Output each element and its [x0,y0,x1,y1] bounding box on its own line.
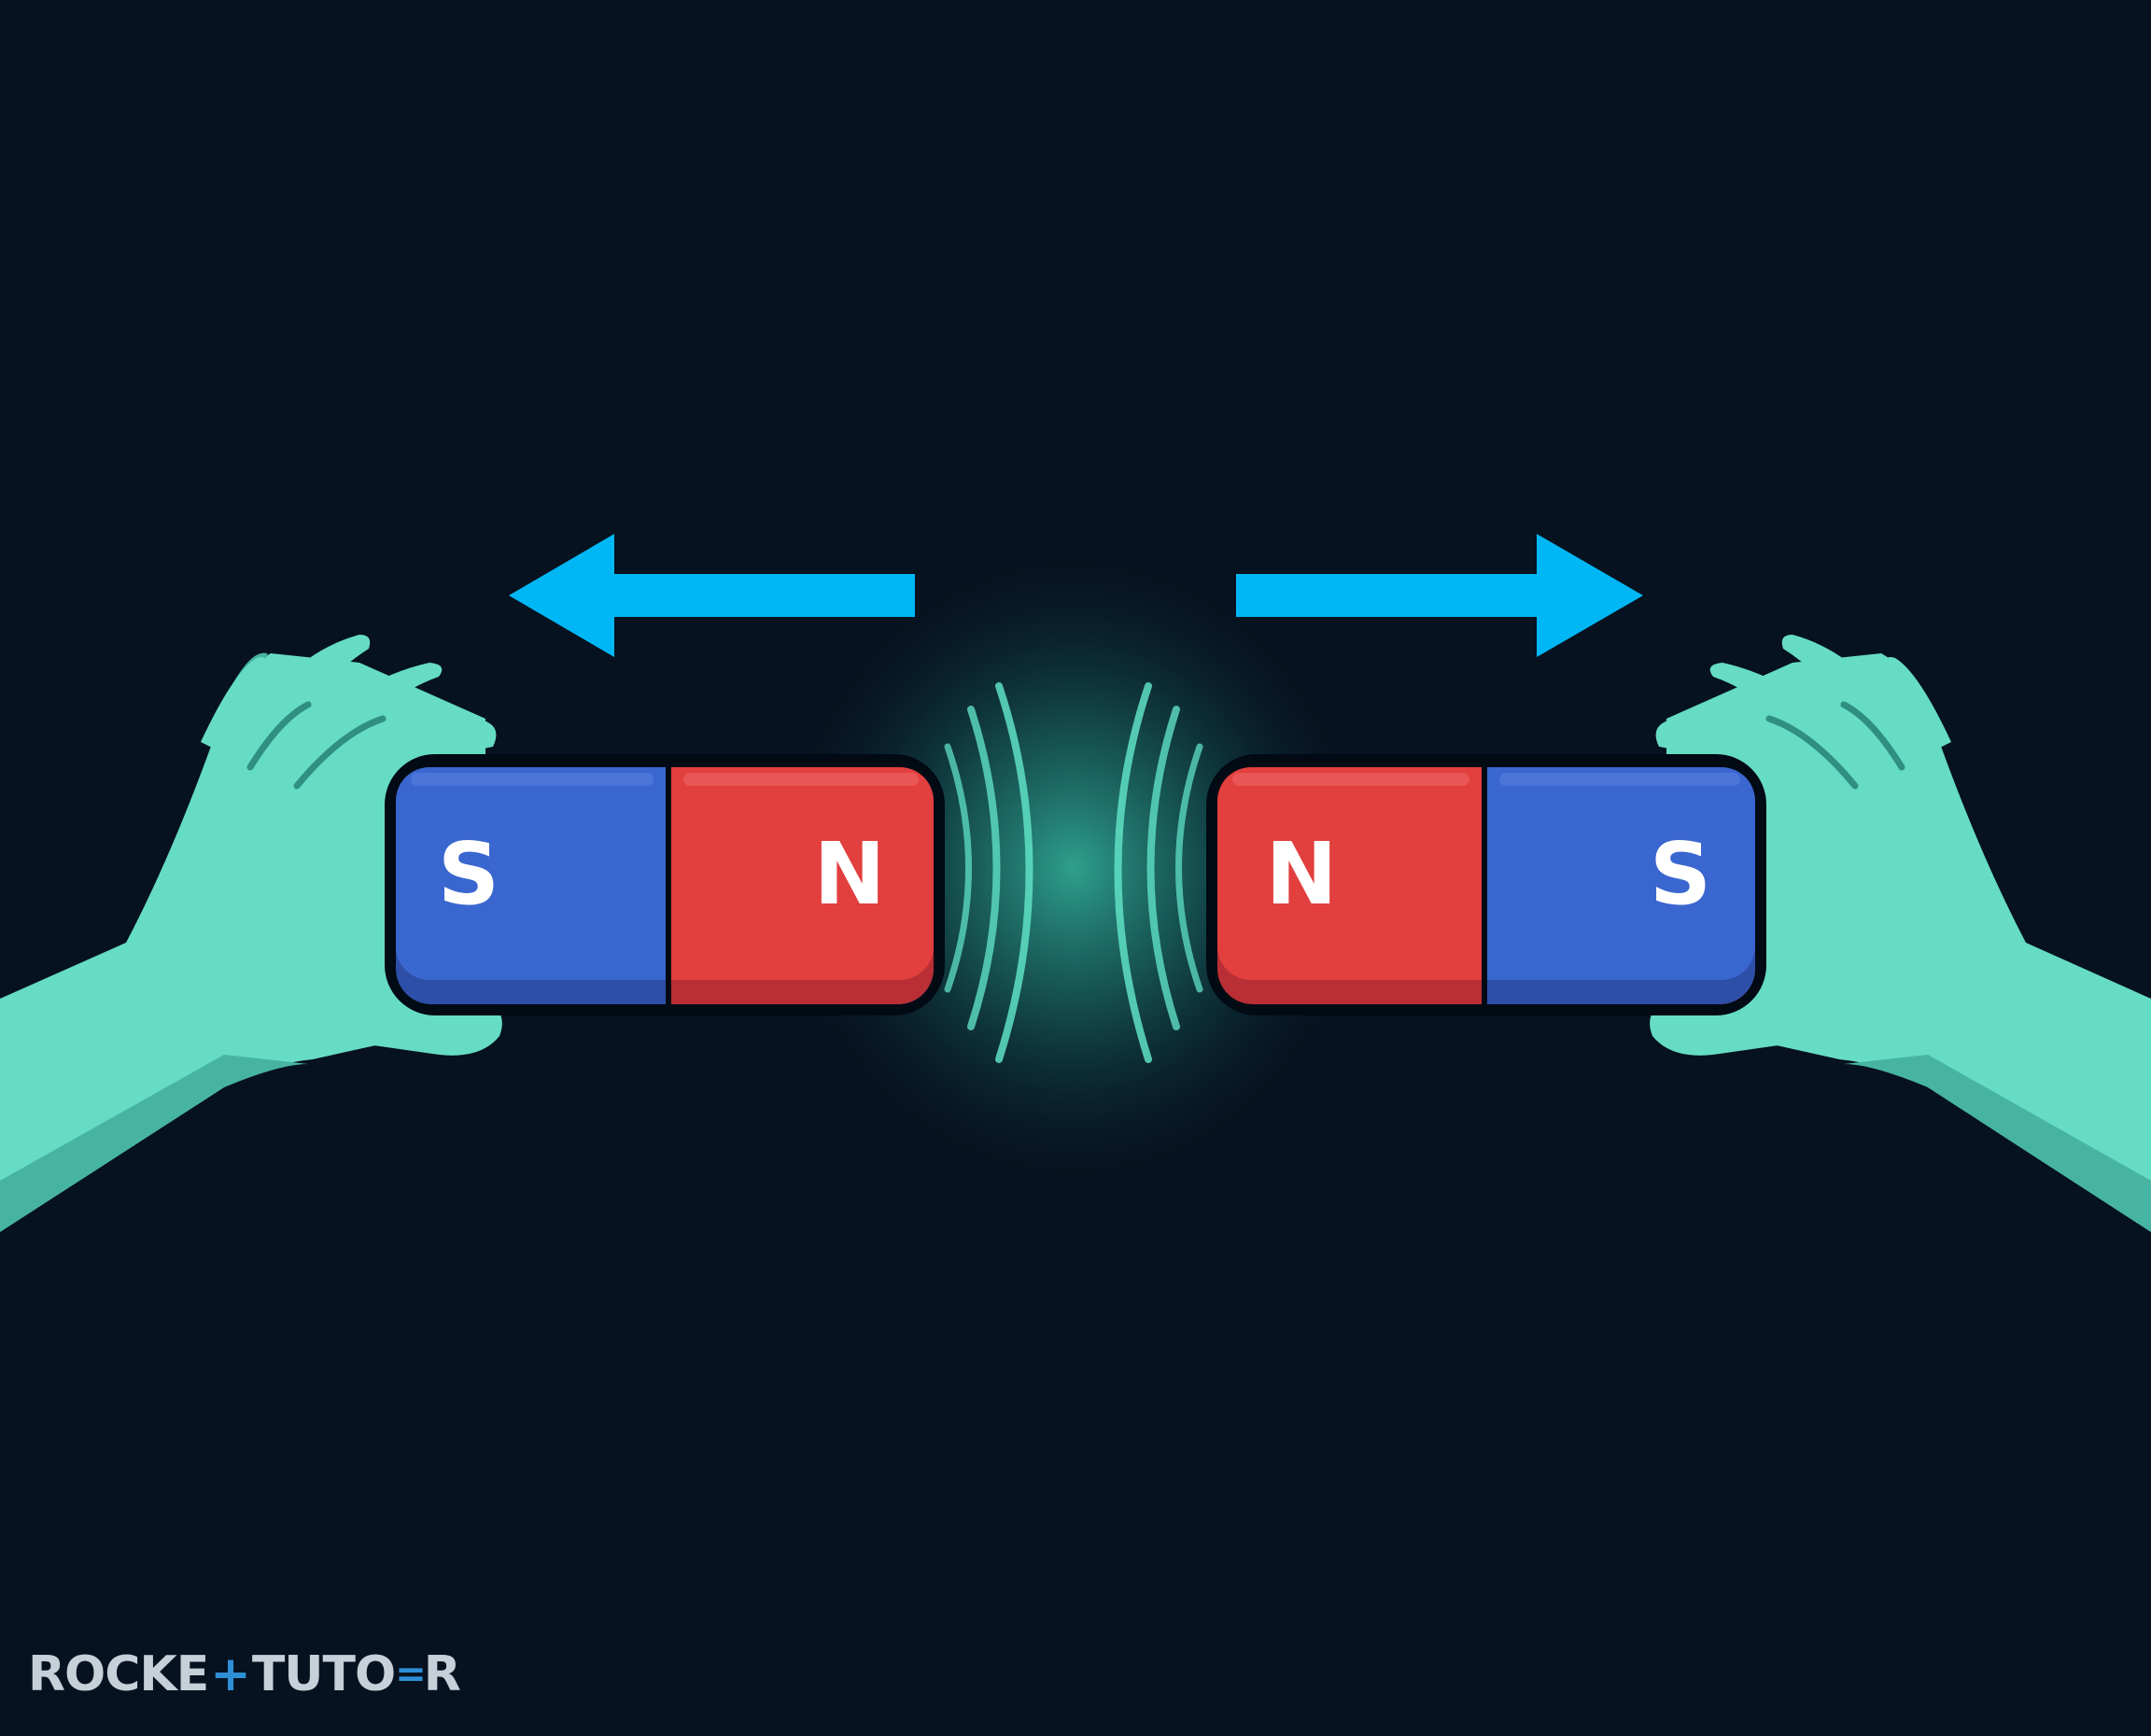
arrow-right-icon [1236,534,1643,657]
brand-text-part1: ROCKE [28,1646,209,1702]
pole-north [1217,767,1484,980]
brand-logo: ROCKE + TUTO = R [28,1646,461,1702]
field-line [995,682,1033,1063]
pole-label-north: N [1266,824,1338,924]
brand-text-part3: R [423,1646,461,1702]
field-line [1146,706,1180,1030]
arrow-left-icon [509,534,915,657]
pole-south [396,767,668,980]
left-magnet: S N [385,754,945,1015]
pole-north [668,767,934,980]
field-line [1114,682,1152,1063]
field-line [1175,743,1203,993]
pole-label-south: S [438,824,499,924]
field-line [944,743,972,993]
pole-south [1484,767,1755,980]
field-lines [944,682,1203,1063]
brand-equals: = [395,1653,427,1696]
pole-label-north: N [814,824,886,924]
brand-plus: + [210,1646,251,1702]
brand-text-part2: TUTO [251,1646,396,1702]
field-glow [766,532,1382,1204]
pole-label-south: S [1650,824,1711,924]
right-magnet: N S [1206,754,1766,1015]
field-line [967,706,1001,1030]
